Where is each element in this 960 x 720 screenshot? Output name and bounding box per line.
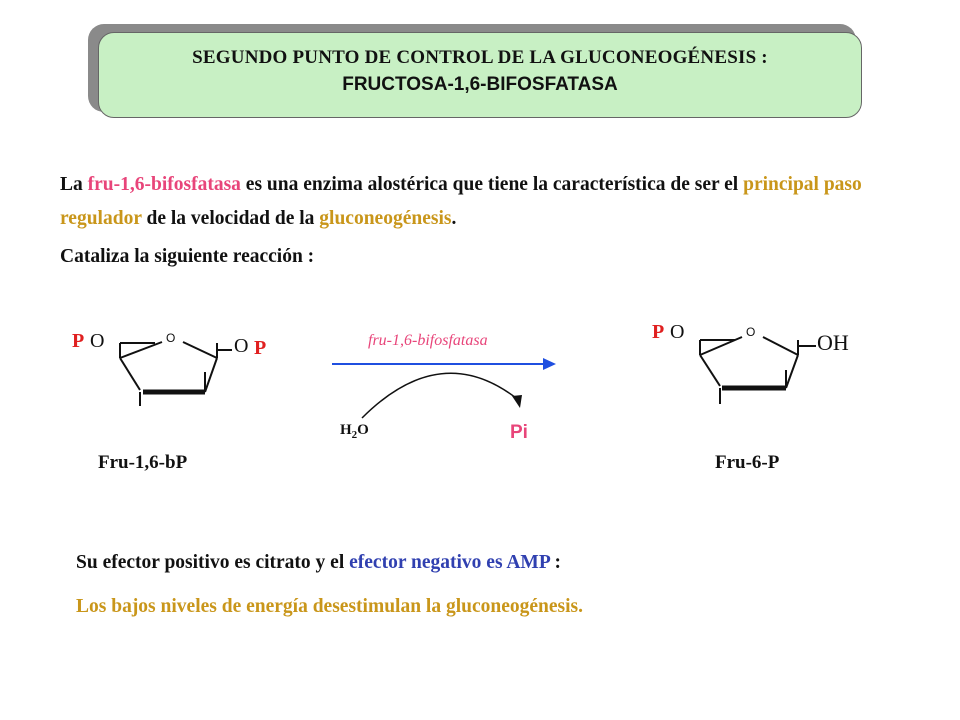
water-label: H2O [340, 422, 369, 441]
title-line-1: SEGUNDO PUNTO DE CONTROL DE LA GLUCONEOG… [192, 47, 768, 68]
intro-regulator-phrase: principal paso regulador [60, 174, 862, 229]
intro-text-5: de la velocidad de la [141, 208, 320, 229]
effector-line: Su efector positivo es citrato y el efec… [76, 552, 561, 574]
curved-arrowhead [512, 395, 522, 408]
substrate-o-left: O [90, 330, 104, 352]
substrate-label: Fru-1,6-bP [98, 452, 188, 473]
substrate-p-right: P [254, 337, 266, 359]
product-oh: OH [817, 330, 849, 355]
substrate-ring [119, 341, 218, 406]
product-label: Fru-6-P [715, 452, 780, 473]
substrate-p-left: P [72, 330, 84, 352]
product-o-left: O [670, 321, 684, 343]
product-ring [699, 336, 816, 404]
intro-text-7: . [451, 208, 457, 229]
substrate-o-right: O [234, 335, 248, 357]
intro-enzyme-name: fru-1,6-bifosfatasa [87, 174, 241, 195]
conclusion-line: Los bajos niveles de energía desestimula… [76, 596, 584, 617]
enzyme-label: fru-1,6-bifosfatasa [368, 332, 488, 349]
effector-text-3: : [549, 552, 562, 573]
intro-gluconeogenesis: gluconeogénesis [319, 208, 452, 229]
substrate-ring-o: O [166, 331, 175, 345]
effector-negative: efector negativo es AMP [349, 552, 550, 573]
curved-arrow [361, 372, 517, 419]
effector-text-1: Su efector positivo es citrato y el [76, 552, 350, 573]
intro-paragraph: La fru-1,6-bifosfatasa es una enzima alo… [60, 168, 910, 236]
product-ring-o: O [746, 325, 755, 339]
intro-text-3: es una enzima alostérica que tiene la ca… [240, 174, 744, 195]
title-line-2: FRUCTOSA-1,6-BIFOSFATASA [342, 74, 618, 95]
reaction-arrowhead [543, 358, 556, 370]
product-p: P [652, 321, 664, 343]
catalyzes-line: Cataliza la siguiente reacción : [60, 246, 315, 267]
pi-label: Pi [510, 422, 528, 443]
intro-text-1: La [60, 174, 88, 195]
title-box: SEGUNDO PUNTO DE CONTROL DE LA GLUCONEOG… [98, 32, 862, 118]
